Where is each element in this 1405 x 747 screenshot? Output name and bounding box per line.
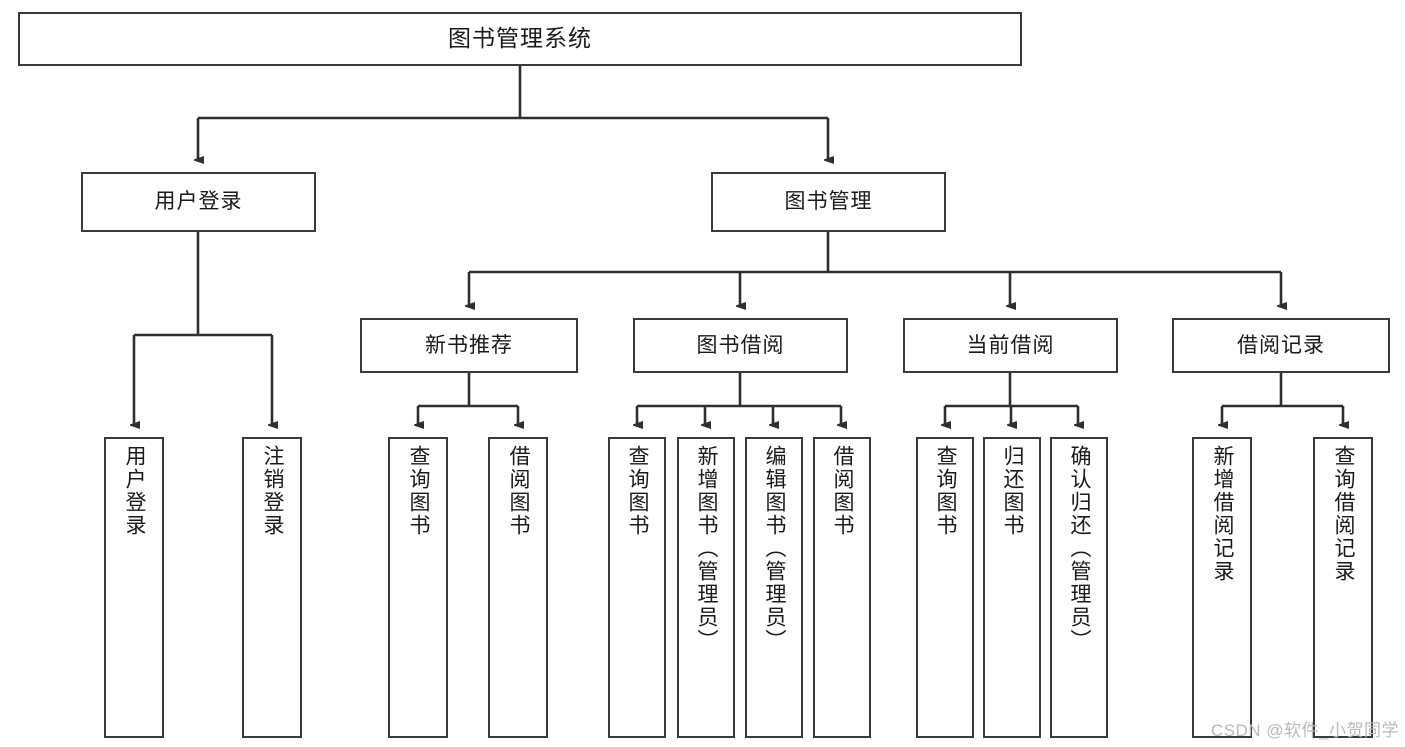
node-root-label: 图书管理系统: [448, 25, 592, 52]
node-leaf-query-book-2-label: 查询图书: [626, 445, 650, 537]
node-new-book-recommend-label: 新书推荐: [425, 333, 513, 357]
node-leaf-user-login[interactable]: 用户登录: [104, 437, 164, 738]
node-user-login[interactable]: 用户登录: [81, 172, 316, 232]
node-borrow-record[interactable]: 借阅记录: [1172, 318, 1390, 373]
node-leaf-confirm-return[interactable]: 确认归还（管理员）: [1050, 437, 1108, 738]
node-leaf-return-book-label: 归还图书: [1001, 445, 1025, 537]
node-book-manage-label: 图书管理: [784, 190, 873, 214]
node-leaf-logout-login[interactable]: 注销登录: [242, 437, 302, 738]
node-book-manage[interactable]: 图书管理: [711, 172, 946, 232]
node-user-login-label: 用户登录: [154, 190, 243, 214]
node-book-borrow[interactable]: 图书借阅: [633, 318, 848, 373]
node-leaf-add-book[interactable]: 新增图书（管理员）: [677, 437, 735, 738]
watermark: CSDN @软件_小贺同学: [1210, 721, 1399, 740]
node-new-book-recommend[interactable]: 新书推荐: [360, 318, 578, 373]
node-leaf-query-record-label: 查询借阅记录: [1332, 445, 1356, 583]
node-leaf-return-book[interactable]: 归还图书: [983, 437, 1041, 738]
node-leaf-user-login-label: 用户登录: [123, 445, 147, 537]
node-leaf-edit-book[interactable]: 编辑图书（管理员）: [745, 437, 803, 738]
node-leaf-query-book-2[interactable]: 查询图书: [608, 437, 666, 738]
node-current-borrow[interactable]: 当前借阅: [903, 318, 1118, 373]
node-leaf-borrow-book-1[interactable]: 借阅图书: [488, 437, 548, 738]
node-leaf-confirm-return-label: 确认归还（管理员）: [1068, 445, 1092, 652]
node-leaf-logout-login-label: 注销登录: [261, 445, 285, 537]
node-leaf-add-record[interactable]: 新增借阅记录: [1192, 437, 1252, 738]
node-leaf-borrow-book-2-label: 借阅图书: [831, 445, 855, 537]
node-leaf-add-book-label: 新增图书（管理员）: [695, 445, 719, 652]
node-leaf-query-book-3-label: 查询图书: [934, 445, 958, 537]
node-book-borrow-label: 图书借阅: [696, 333, 785, 357]
node-leaf-query-book-1-label: 查询图书: [407, 445, 431, 537]
node-leaf-borrow-book-1-label: 借阅图书: [507, 445, 531, 537]
node-current-borrow-label: 当前借阅: [966, 333, 1055, 357]
node-leaf-add-record-label: 新增借阅记录: [1211, 445, 1235, 583]
node-leaf-borrow-book-2[interactable]: 借阅图书: [813, 437, 871, 738]
node-leaf-query-book-3[interactable]: 查询图书: [916, 437, 974, 738]
node-leaf-query-book-1[interactable]: 查询图书: [388, 437, 448, 738]
node-borrow-record-label: 借阅记录: [1237, 333, 1325, 357]
node-leaf-edit-book-label: 编辑图书（管理员）: [763, 445, 787, 652]
node-leaf-query-record[interactable]: 查询借阅记录: [1313, 437, 1373, 738]
node-root[interactable]: 图书管理系统: [18, 12, 1022, 66]
